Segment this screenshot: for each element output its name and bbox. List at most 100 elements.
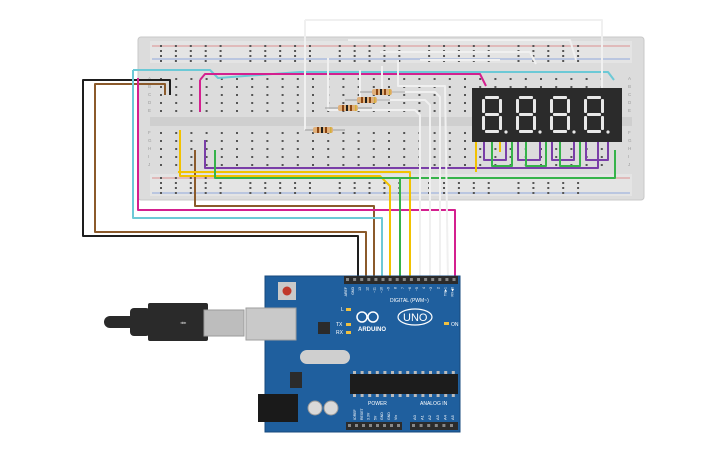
digit-2 bbox=[516, 96, 542, 134]
segment bbox=[485, 130, 499, 133]
row-label: C bbox=[148, 92, 152, 97]
row-label: E bbox=[148, 108, 151, 113]
segment bbox=[519, 96, 533, 99]
header-pin[interactable] bbox=[381, 278, 385, 281]
usb-port bbox=[245, 307, 297, 341]
wire-black bbox=[82, 79, 359, 282]
power-header bbox=[346, 422, 402, 430]
header-pin[interactable] bbox=[452, 278, 456, 281]
digital-pin-label: 13 bbox=[358, 287, 362, 291]
header-pin[interactable] bbox=[376, 424, 379, 427]
header-pin[interactable] bbox=[388, 278, 392, 281]
seven-segment-display[interactable] bbox=[472, 88, 622, 142]
header-pin[interactable] bbox=[442, 424, 446, 427]
header-pin[interactable] bbox=[438, 278, 442, 281]
power-pin-label: IOREF bbox=[353, 409, 357, 420]
wire-white-3 bbox=[359, 70, 431, 282]
analog-pin-label: A1 bbox=[420, 414, 425, 420]
segment bbox=[499, 116, 502, 130]
digital-header-label: DIGITAL (PWM~) bbox=[390, 298, 429, 304]
capacitor-2 bbox=[323, 400, 339, 416]
usb-cable[interactable]: ⭼ bbox=[104, 303, 245, 341]
led-label-rx: RX bbox=[336, 330, 344, 336]
header-pin[interactable] bbox=[353, 278, 357, 281]
segment bbox=[533, 99, 536, 113]
wire-purple bbox=[204, 140, 599, 169]
header-pin[interactable] bbox=[374, 278, 378, 281]
header-pin[interactable] bbox=[390, 424, 393, 427]
header-pin[interactable] bbox=[445, 278, 449, 281]
header-pin[interactable] bbox=[419, 424, 423, 427]
header-pin[interactable] bbox=[360, 278, 364, 281]
wire-magenta-top bbox=[199, 73, 487, 87]
header-pin[interactable] bbox=[427, 424, 431, 427]
row-label: F bbox=[628, 130, 631, 135]
header-pin[interactable] bbox=[424, 278, 428, 281]
atmega-chip bbox=[350, 374, 458, 394]
header-pin[interactable] bbox=[431, 278, 435, 281]
led-l-icon bbox=[346, 308, 351, 311]
segment bbox=[485, 113, 499, 116]
voltage-regulator bbox=[290, 372, 302, 388]
resistors[interactable] bbox=[305, 89, 405, 133]
digital-pin-label: 7 bbox=[401, 287, 405, 289]
segment bbox=[519, 130, 533, 133]
header-pin[interactable] bbox=[402, 278, 406, 281]
digital-pin-label: TX▶1 bbox=[443, 287, 447, 296]
power-pin-label: Vin bbox=[394, 415, 398, 420]
atmega-chip-pins bbox=[353, 371, 455, 397]
wire-magenta bbox=[137, 78, 456, 282]
analog-pin-label: A0 bbox=[412, 414, 417, 420]
header-pin[interactable] bbox=[367, 278, 371, 281]
decimal-point bbox=[504, 130, 508, 134]
header-pin[interactable] bbox=[355, 424, 358, 427]
header-pin[interactable] bbox=[395, 278, 399, 281]
header-pin[interactable] bbox=[383, 424, 386, 427]
wire-white-2 bbox=[327, 58, 421, 282]
decimal-point bbox=[538, 130, 542, 134]
header-pin[interactable] bbox=[434, 424, 438, 427]
row-label: A bbox=[148, 76, 151, 81]
header-pin[interactable] bbox=[346, 278, 349, 281]
digital-header-pins bbox=[346, 278, 456, 281]
breadboard-holes bbox=[160, 45, 603, 194]
header-pin[interactable] bbox=[362, 424, 365, 427]
power-pin-label: RESET bbox=[360, 407, 364, 420]
analog-pin-label: A3 bbox=[435, 414, 440, 420]
row-label: H bbox=[148, 146, 151, 151]
segment bbox=[519, 113, 533, 116]
on-led-icon bbox=[444, 322, 449, 325]
reset-button-cap[interactable] bbox=[282, 286, 292, 296]
header-pin[interactable] bbox=[409, 278, 413, 281]
segment bbox=[516, 99, 519, 113]
row-label: H bbox=[628, 146, 631, 151]
header-pin[interactable] bbox=[369, 424, 372, 427]
analog-pin-label: A4 bbox=[442, 414, 447, 420]
digit-4 bbox=[584, 96, 610, 134]
header-pin[interactable] bbox=[450, 424, 453, 427]
segment bbox=[482, 99, 485, 113]
segment bbox=[553, 130, 567, 133]
digital-pin-label: 2 bbox=[436, 287, 440, 289]
power-pin-label: 5V bbox=[373, 415, 377, 420]
header-pin[interactable] bbox=[397, 424, 400, 427]
header-pin[interactable] bbox=[417, 278, 420, 281]
segment bbox=[587, 96, 601, 99]
segment bbox=[587, 130, 601, 133]
row-label: B bbox=[148, 84, 151, 89]
row-label: C bbox=[628, 92, 632, 97]
crystal-oscillator bbox=[300, 350, 350, 364]
digital-pin-label: ~6 bbox=[408, 287, 412, 291]
segment bbox=[601, 99, 604, 113]
led-tx-icon bbox=[346, 323, 351, 326]
header-pin[interactable] bbox=[412, 424, 415, 427]
decimal-point bbox=[606, 130, 610, 134]
header-pin[interactable] bbox=[348, 424, 351, 427]
small-chip bbox=[318, 322, 330, 334]
